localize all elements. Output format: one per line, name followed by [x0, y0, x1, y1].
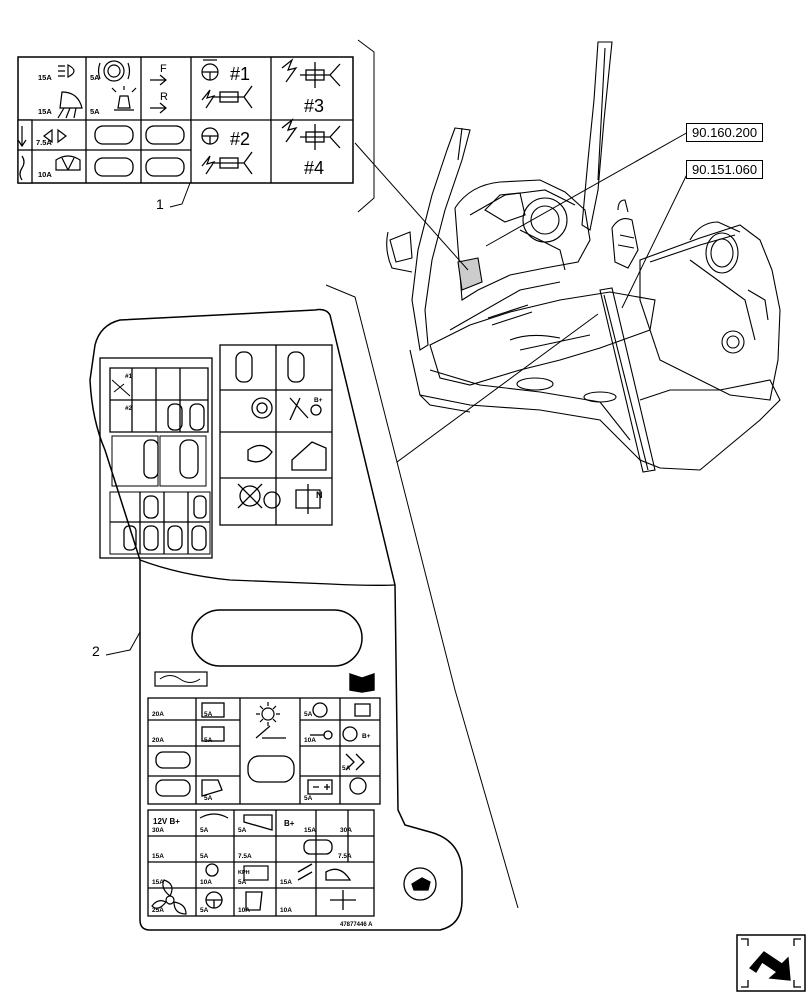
- decal-number: #4: [304, 158, 324, 178]
- reference-90-151-060[interactable]: 90.151.060: [686, 160, 764, 179]
- leader-lines: [105, 39, 691, 909]
- callout-1: 1: [156, 196, 164, 212]
- fuse-label: 7.5A: [338, 853, 352, 860]
- fuse-label: 5A: [90, 107, 100, 116]
- horn-icon: [243, 814, 273, 831]
- fuse-label: 25A: [152, 907, 164, 914]
- fuse-label: 10A: [238, 907, 250, 914]
- fuse-label: 5A: [342, 765, 351, 772]
- decal-number: #2: [230, 129, 250, 149]
- wiper-icon: [55, 155, 81, 171]
- voltage-label: 12V B+: [153, 817, 180, 826]
- fuse-label: 20A: [152, 737, 164, 744]
- fuse-label: 15A: [304, 827, 316, 834]
- fuse-label: 5A: [238, 827, 247, 834]
- decal2-label: N: [316, 490, 323, 500]
- fuse-label: 5A: [204, 711, 213, 718]
- decal2-label: B+: [284, 819, 295, 828]
- fuse-label: 15A: [38, 73, 52, 82]
- next-page-box[interactable]: [736, 934, 806, 992]
- next-page-arrow-icon: [749, 951, 791, 981]
- fuse-label: 10A: [38, 170, 52, 179]
- cab-drawing: [386, 41, 781, 473]
- fuse-label: 5A: [204, 737, 213, 744]
- forward-label: F: [160, 63, 167, 75]
- decal2-label: B+: [314, 397, 323, 404]
- fan-icon: [151, 879, 187, 915]
- decal2-label: #2: [125, 405, 133, 412]
- brake-warning-icon: [97, 60, 131, 82]
- fuse-label: 5A: [238, 879, 247, 886]
- decal-number: #3: [304, 96, 324, 116]
- key-icon: [310, 730, 333, 740]
- headlight-icon: [58, 64, 75, 78]
- fuse-label: 10A: [280, 907, 292, 914]
- decal2-label: B+: [362, 733, 371, 740]
- work-light-icon: [57, 91, 83, 119]
- fuse-label: 5A: [200, 907, 209, 914]
- reverse-label: R: [160, 91, 168, 103]
- parking-icon: [349, 777, 367, 795]
- manual-book-icon: [349, 673, 375, 693]
- speed-label: KPH: [238, 870, 250, 876]
- fuse-label: 30A: [340, 827, 352, 834]
- decal2-label: #1: [125, 373, 133, 380]
- fuse-label: 7.5A: [36, 138, 52, 147]
- fuse-label: 10A: [304, 737, 316, 744]
- fuse-label: 5A: [304, 711, 313, 718]
- fuse-label: 15A: [280, 879, 292, 886]
- decal-2: [89, 308, 463, 931]
- fuse-label: 15A: [152, 853, 164, 860]
- battery-icon: [307, 779, 333, 795]
- fuse-label: 5A: [200, 827, 209, 834]
- fuse-label: 30A: [152, 827, 164, 834]
- reference-90-160-200[interactable]: 90.160.200: [686, 123, 764, 142]
- fuse-label: 15A: [38, 107, 52, 116]
- fuse-label: 5A: [204, 795, 213, 802]
- fuse-label: 5A: [90, 73, 100, 82]
- fuse-label: 20A: [152, 711, 164, 718]
- decal-number: #1: [230, 64, 250, 84]
- fuse-label: 7.5A: [238, 853, 252, 860]
- sun-icon: [256, 702, 280, 726]
- fuse-label: 10A: [200, 879, 212, 886]
- callout-2: 2: [92, 643, 100, 659]
- steering-wheel-icon: [201, 59, 219, 81]
- decal-1: [17, 56, 354, 184]
- part-number: 47877446 A: [340, 922, 373, 928]
- beacon-icon: [111, 86, 137, 111]
- fuse-label: 5A: [304, 795, 313, 802]
- fuse-label: 15A: [152, 879, 164, 886]
- fuse-label: 5A: [200, 853, 209, 860]
- turn-signal-icon: [43, 128, 67, 144]
